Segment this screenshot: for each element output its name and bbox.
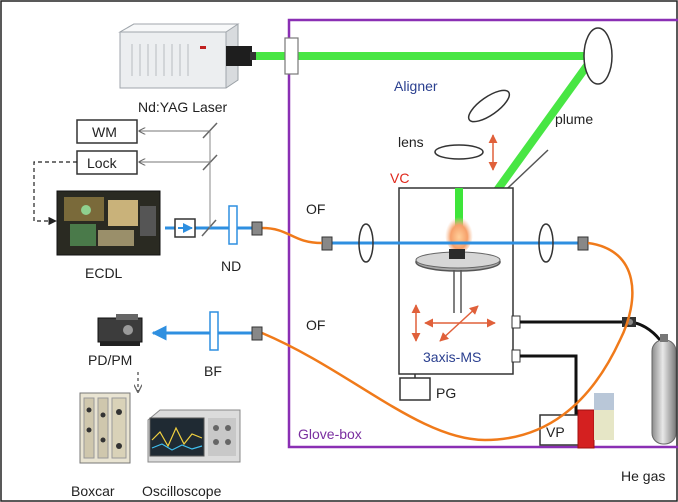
chamber-window-right <box>538 223 554 263</box>
chamber-port-lower <box>511 349 521 363</box>
nd-label: ND <box>221 258 241 274</box>
chamber-window-left <box>358 223 374 263</box>
laser-label: Nd:YAG Laser <box>138 99 228 115</box>
nd-yag-laser <box>118 23 256 89</box>
wm-label: WM <box>92 124 117 140</box>
pd-pm-detector <box>97 314 143 346</box>
oscilloscope-label: Oscilloscope <box>142 483 222 499</box>
target-stage <box>415 249 501 313</box>
glove-box-label: Glove-box <box>298 426 362 442</box>
he-gas-label: He gas <box>621 468 665 484</box>
ecdl-device <box>56 190 161 256</box>
optical-isolator <box>174 218 196 238</box>
fiber-coupler-out <box>577 236 589 251</box>
nd-filter <box>228 205 238 245</box>
optical-fiber-input <box>261 226 323 245</box>
lens <box>434 144 484 160</box>
plume-label: plume <box>555 111 593 127</box>
boxcar-label: Boxcar <box>71 483 115 499</box>
fiber-coupler-in <box>321 236 333 251</box>
lock-label: Lock <box>87 155 118 171</box>
wm-box <box>76 119 138 144</box>
pg-label: PG <box>436 385 456 401</box>
aligner-label: Aligner <box>394 78 438 94</box>
vp-label: VP <box>546 424 565 440</box>
stage-label: 3axis-MS <box>423 349 481 365</box>
beam-splitter-lower <box>201 219 217 237</box>
chamber-port-upper <box>511 315 521 329</box>
pdpm-label: PD/PM <box>88 352 132 368</box>
of-top-label: OF <box>306 201 325 217</box>
fiber-coupler-return <box>251 326 263 341</box>
of-bottom-label: OF <box>306 317 325 333</box>
lens-label: lens <box>398 134 424 150</box>
bf-filter <box>209 311 219 351</box>
three-axis-motion-arrows <box>411 304 496 342</box>
oscilloscope-device <box>147 409 241 463</box>
beam-window <box>284 37 299 75</box>
he-gas-cylinder <box>651 334 677 445</box>
fiber-coupler-ecdl <box>251 221 263 236</box>
vacuum-pump-line <box>520 354 578 422</box>
optical-fiber-return <box>261 241 634 442</box>
vacuum-pump <box>539 393 614 449</box>
bf-label: BF <box>204 363 222 379</box>
plume <box>445 213 473 253</box>
boxcar-device <box>79 392 131 464</box>
mirror-top-right <box>583 27 613 85</box>
ecdl-label: ECDL <box>85 265 123 281</box>
pressure-gauge <box>399 377 431 401</box>
aligner <box>467 89 511 123</box>
he-gas-line <box>520 320 662 341</box>
lock-feedback-line <box>33 161 77 226</box>
vc-label: VC <box>390 170 409 186</box>
